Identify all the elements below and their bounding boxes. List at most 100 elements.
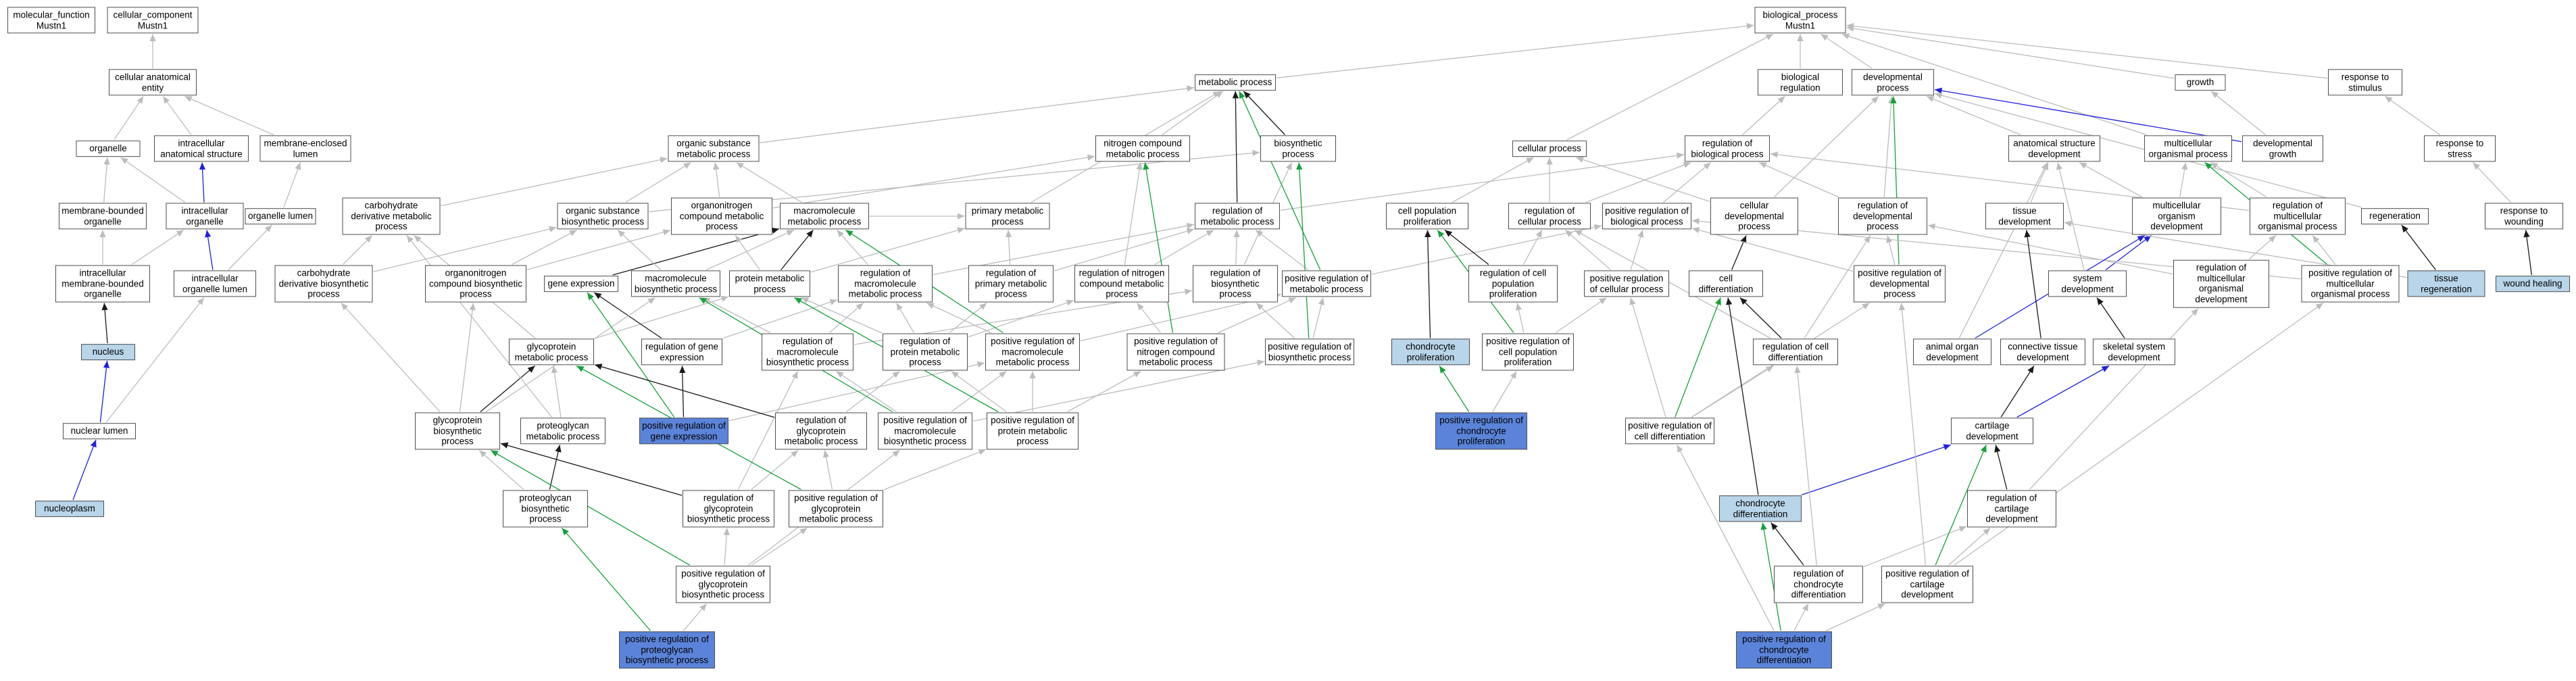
go-term-bp-root[interactable]: biological_process Mustn1	[1754, 7, 1846, 34]
go-term-ssd[interactable]: skeletal system development	[2093, 338, 2175, 365]
go-term-woundheal[interactable]: wound healing	[2496, 276, 2570, 292]
go-term-imbo[interactable]: intracellular membrane-bounded organelle	[55, 265, 150, 303]
go-term-prmetab[interactable]: positive regulation of metabolic process	[1282, 270, 1371, 297]
go-term-ico[interactable]: intracellular organelle	[166, 203, 244, 230]
go-term-prot-mp[interactable]: protein metabolic process	[729, 270, 810, 297]
go-term-rchdiff[interactable]: regulation of chondrocyte differentiatio…	[1774, 565, 1863, 603]
go-term-rbp[interactable]: regulation of biosynthetic process	[1193, 265, 1278, 303]
go-term-ias[interactable]: intracellular anatomical structure	[154, 135, 249, 162]
go-term-prncmp[interactable]: positive regulation of nitrogen compound…	[1126, 333, 1225, 371]
go-term-devgrowth[interactable]: developmental growth	[2242, 135, 2323, 162]
go-term-nucleoplasm[interactable]: nucleoplasm	[35, 501, 104, 517]
go-term-rcd[interactable]: regulation of cell differentiation	[1753, 338, 1838, 365]
go-term-celldiff[interactable]: cell differentiation	[1689, 270, 1763, 297]
go-term-mbp[interactable]: macromolecule biosynthetic process	[631, 270, 720, 297]
go-term-osbp[interactable]: organic substance biosynthetic process	[557, 203, 649, 230]
edge-rstim-to-bp-root	[1846, 22, 2328, 79]
go-term-prcartdev[interactable]: positive regulation of cartilage develop…	[1881, 565, 1973, 603]
go-term-ge[interactable]: gene expression	[544, 276, 618, 292]
go-term-chdiff[interactable]: chondrocyte differentiation	[1719, 495, 1802, 522]
go-term-nl[interactable]: nuclear lumen	[63, 423, 136, 439]
go-term-rgmp[interactable]: regulation of glycoprotein metabolic pro…	[775, 412, 867, 450]
go-term-asd[interactable]: anatomical structure development	[2008, 135, 2100, 162]
go-term-cae[interactable]: cellular anatomical entity	[109, 69, 197, 96]
go-term-rprimmp[interactable]: regulation of primary metabolic process	[968, 265, 1054, 303]
go-term-rmp[interactable]: regulation of metabolic process	[1195, 203, 1280, 230]
go-term-gmp[interactable]: glycoprotein metabolic process	[509, 338, 594, 365]
go-term-prcpp[interactable]: positive regulation of cell population p…	[1482, 333, 1574, 371]
go-term-rbioproc[interactable]: regulation of biological process	[1685, 135, 1770, 162]
go-term-nucleus[interactable]: nucleus	[81, 344, 135, 360]
go-term-sysdev[interactable]: system development	[2048, 270, 2127, 297]
go-term-ctd[interactable]: connective tissue development	[2000, 338, 2085, 365]
go-term-pgbp[interactable]: proteoglycan biosynthetic process	[503, 490, 588, 528]
edge-cdp-to-devproc	[1774, 96, 1879, 197]
go-term-tisregen[interactable]: tissue regeneration	[2407, 270, 2485, 297]
go-term-prbp[interactable]: positive regulation of biosynthetic proc…	[1265, 338, 1354, 365]
go-term-prgbp[interactable]: positive regulation of glycoprotein bios…	[676, 565, 770, 603]
go-term-mod[interactable]: multicellular organism development	[2132, 197, 2221, 235]
go-term-tisdev[interactable]: tissue development	[1985, 203, 2064, 230]
go-term-iol[interactable]: intracellular organelle lumen	[174, 270, 256, 297]
go-term-cpp[interactable]: cell population proliferation	[1386, 203, 1468, 230]
go-term-bioreg[interactable]: biological regulation	[1758, 69, 1843, 96]
go-term-rmop[interactable]: regulation of multicellular organismal p…	[2250, 197, 2346, 235]
go-term-mop[interactable]: multicellular organismal process	[2144, 135, 2232, 162]
go-term-prpromp[interactable]: positive regulation of protein metabolic…	[987, 412, 1079, 450]
go-term-prdp[interactable]: positive regulation of developmental pro…	[1854, 265, 1946, 303]
go-term-prchprolif[interactable]: positive regulation of chondrocyte proli…	[1435, 412, 1527, 450]
go-term-cellproc[interactable]: cellular process	[1512, 141, 1587, 157]
go-term-prcellproc[interactable]: positive regulation of cellular process	[1584, 270, 1669, 297]
go-term-mel[interactable]: membrane-enclosed lumen	[259, 135, 351, 162]
go-term-prchdiff[interactable]: positive regulation of chondrocyte diffe…	[1736, 631, 1832, 669]
go-term-prmop[interactable]: positive regulation of multicellular org…	[2301, 265, 2400, 303]
go-term-cartdev[interactable]: cartilage development	[1951, 418, 2033, 445]
go-term-prgmp[interactable]: positive regulation of glycoprotein meta…	[789, 490, 883, 528]
go-term-prpgbp[interactable]: positive regulation of proteoglycan bios…	[619, 631, 715, 669]
go-term-rdp[interactable]: regulation of developmental process	[1838, 197, 1927, 235]
go-term-oncbp[interactable]: organonitrogen compound biosynthetic pro…	[425, 265, 526, 303]
go-term-biosyn[interactable]: biosynthetic process	[1260, 135, 1336, 162]
go-term-growth[interactable]: growth	[2175, 74, 2226, 91]
go-term-rstim[interactable]: response to stimulus	[2328, 69, 2402, 96]
go-term-rmmp[interactable]: regulation of macromolecule metabolic pr…	[838, 265, 933, 303]
go-term-ncmp[interactable]: nitrogen compound metabolic process	[1095, 135, 1190, 162]
go-term-devproc[interactable]: developmental process	[1852, 69, 1934, 96]
go-term-mf-root[interactable]: molecular_function Mustn1	[7, 7, 95, 34]
go-term-rpromp[interactable]: regulation of protein metabolic process	[883, 333, 968, 371]
go-term-prbioproc[interactable]: positive regulation of biological proces…	[1602, 203, 1691, 230]
go-term-aod[interactable]: animal organ development	[1913, 338, 1991, 365]
go-term-prcd[interactable]: positive regulation of cell differentiat…	[1625, 418, 1714, 445]
go-term-chprolif[interactable]: chondrocyte proliferation	[1391, 338, 1470, 365]
go-term-osmp[interactable]: organic substance metabolic process	[668, 135, 760, 162]
go-term-rncmp[interactable]: regulation of nitrogen compound metaboli…	[1074, 265, 1169, 303]
go-term-rgbp[interactable]: regulation of glycoprotein biosynthetic …	[683, 490, 774, 528]
go-term-mbo[interactable]: membrane-bounded organelle	[59, 203, 147, 230]
go-term-cdmp[interactable]: carbohydrate derivative metabolic proces…	[342, 197, 441, 235]
go-term-rstress[interactable]: response to stress	[2424, 135, 2496, 162]
edge-ico-to-org	[120, 157, 186, 203]
go-term-prmbp[interactable]: positive regulation of macromolecule bio…	[878, 412, 972, 450]
go-term-regen[interactable]: regeneration	[2361, 208, 2429, 224]
go-term-prge[interactable]: positive regulation of gene expression	[639, 418, 728, 445]
go-term-mmp[interactable]: macromolecule metabolic process	[780, 203, 869, 230]
go-term-rcellproc[interactable]: regulation of cellular process	[1508, 203, 1591, 230]
go-term-ol[interactable]: organelle lumen	[245, 208, 316, 224]
go-term-org[interactable]: organelle	[76, 141, 141, 157]
go-term-gbp[interactable]: glycoprotein biosynthetic process	[415, 412, 500, 450]
go-term-rcpp[interactable]: regulation of cell population proliferat…	[1468, 265, 1558, 303]
edge-osbp-to-osmp	[625, 161, 691, 203]
go-term-rge[interactable]: regulation of gene expression	[641, 338, 722, 365]
go-term-oncmp[interactable]: organonitrogen compound metabolic proces…	[671, 197, 772, 235]
go-term-metab[interactable]: metabolic process	[1195, 74, 1276, 91]
go-term-pmp[interactable]: primary metabolic process	[965, 203, 1050, 230]
go-term-cdbp[interactable]: carbohydrate derivative biosynthetic pro…	[274, 265, 373, 303]
go-term-cc-root[interactable]: cellular_component Mustn1	[107, 7, 199, 34]
go-term-prmmp[interactable]: positive regulation of macromolecule met…	[985, 333, 1080, 371]
go-term-rmbp[interactable]: regulation of macromolecule biosynthetic…	[762, 333, 853, 371]
go-term-pgmp[interactable]: proteoglycan metabolic process	[520, 418, 605, 445]
go-term-rmod[interactable]: regulation of multicellular organismal d…	[2173, 259, 2269, 308]
go-term-rwound[interactable]: response to wounding	[2485, 203, 2563, 230]
go-term-rcartdev[interactable]: regulation of cartilage development	[1967, 490, 2056, 528]
go-term-cdp[interactable]: cellular developmental process	[1710, 197, 1798, 235]
